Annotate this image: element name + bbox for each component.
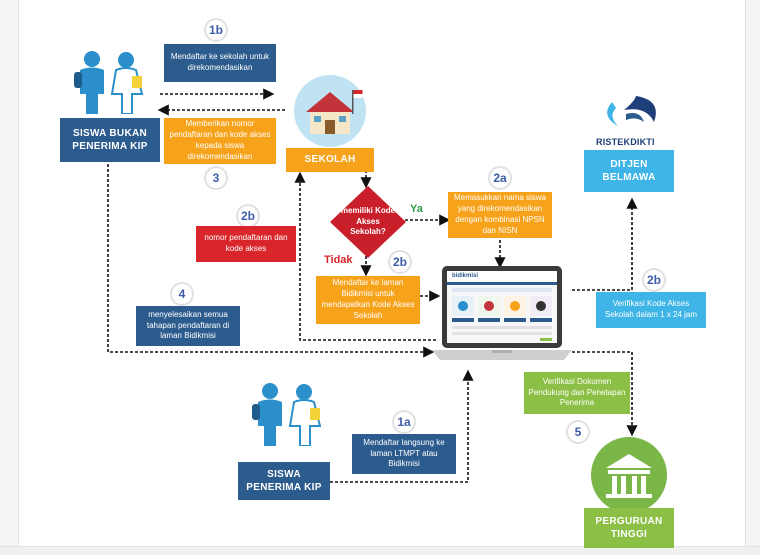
sekolah-label: SEKOLAH <box>286 148 374 172</box>
tidak-label: Tidak <box>324 254 353 266</box>
ditjen-label: DITJEN BELMAWA <box>584 150 674 192</box>
step-2b-mid-badge: 2b <box>388 250 412 274</box>
step-1a-badge: 1a <box>392 410 416 434</box>
box-2a: Memasukkan nama siswa yang direkomendasi… <box>448 192 552 238</box>
box-5: Verifikasi Dokumen Pendukung dan Penetap… <box>524 372 630 414</box>
ya-label: Ya <box>410 203 423 215</box>
ristekdikti-text: RISTEKDIKTI <box>596 137 655 147</box>
university-icon <box>588 436 670 514</box>
arrow-4 <box>107 164 435 358</box>
ristekdikti-logo <box>596 92 668 142</box>
arrow-laptop-ditjen <box>572 197 638 291</box>
box-2b-mid: Mendaftar ke laman Bidikmisi untuk menda… <box>316 276 420 324</box>
arrow-1a <box>330 369 474 483</box>
laptop-icon <box>432 266 572 366</box>
box-2b-right: Verifikasi Kode Akses Sekolah dalam 1 x … <box>596 292 706 328</box>
step-2b-left-badge: 2b <box>236 204 260 228</box>
arrow-5 <box>572 351 638 437</box>
box-1b: Mendaftar ke sekolah untuk direkomendasi… <box>164 44 276 82</box>
step-5-badge: 5 <box>566 420 590 444</box>
box-3: Memberikan nomor pendaftaran dan kode ak… <box>164 118 276 164</box>
step-1b-badge: 1b <box>204 18 228 42</box>
step-3-badge: 3 <box>204 166 228 190</box>
box-1a: Mendaftar langsung ke laman LTMPT atau B… <box>352 434 456 474</box>
siswa-bukan-label: SISWA BUKAN PENERIMA KIP <box>60 118 160 162</box>
box-4: menyelesaikan semua tahapan pendaftaran … <box>136 306 240 346</box>
arrow-laptop-sekolah <box>294 171 436 341</box>
right-frame <box>745 0 760 555</box>
students-icon-bottom <box>248 382 332 446</box>
students-icon-top <box>70 50 154 114</box>
box-2b-red: nomor pendaftaran dan kode akses <box>196 226 296 262</box>
left-frame <box>0 0 19 555</box>
siswa-penerima-label: SISWA PENERIMA KIP <box>238 462 330 500</box>
decision-diamond <box>330 186 406 258</box>
perguruan-label: PERGURUAN TINGGI <box>584 508 674 548</box>
decision-text: memiliki Kode Akses Sekolah? <box>340 205 396 237</box>
step-2b-right-badge: 2b <box>642 268 666 292</box>
step-2a-badge: 2a <box>488 166 512 190</box>
step-4-badge: 4 <box>170 282 194 306</box>
laptop-logo-text: bidikmisi <box>452 273 479 279</box>
school-icon <box>292 74 368 148</box>
bottom-frame <box>0 546 760 555</box>
